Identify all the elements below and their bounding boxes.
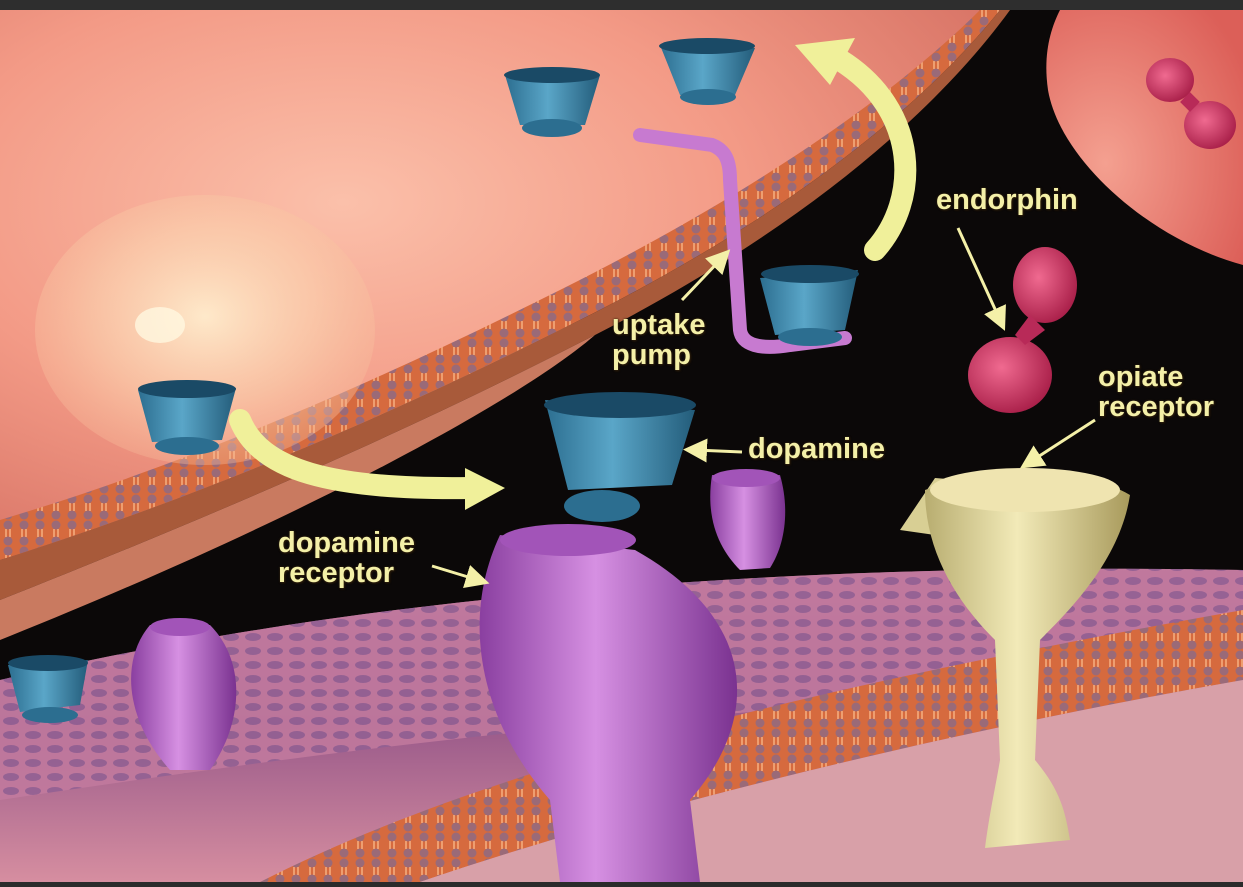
label-dopamine-receptor: dopamine receptor [278, 528, 415, 588]
label-endorphin-text: endorphin [936, 185, 1078, 215]
label-uptake-pump-line1: uptake [612, 310, 705, 340]
label-dopamine-receptor-line2: receptor [278, 558, 415, 588]
label-uptake-pump: uptake pump [612, 310, 705, 370]
label-uptake-pump-line2: pump [612, 340, 705, 370]
label-opiate-receptor-line1: opiate [1098, 362, 1214, 392]
label-dopamine-text: dopamine [748, 434, 885, 464]
label-dopamine: dopamine [748, 434, 885, 464]
label-opiate-receptor: opiate receptor [1098, 362, 1214, 422]
dopamine-pointer [695, 450, 742, 452]
label-dopamine-receptor-line1: dopamine [278, 528, 415, 558]
vesicle-highlight [135, 307, 185, 343]
top-border [0, 0, 1243, 10]
label-endorphin: endorphin [936, 185, 1078, 215]
label-opiate-receptor-line2: receptor [1098, 392, 1214, 422]
